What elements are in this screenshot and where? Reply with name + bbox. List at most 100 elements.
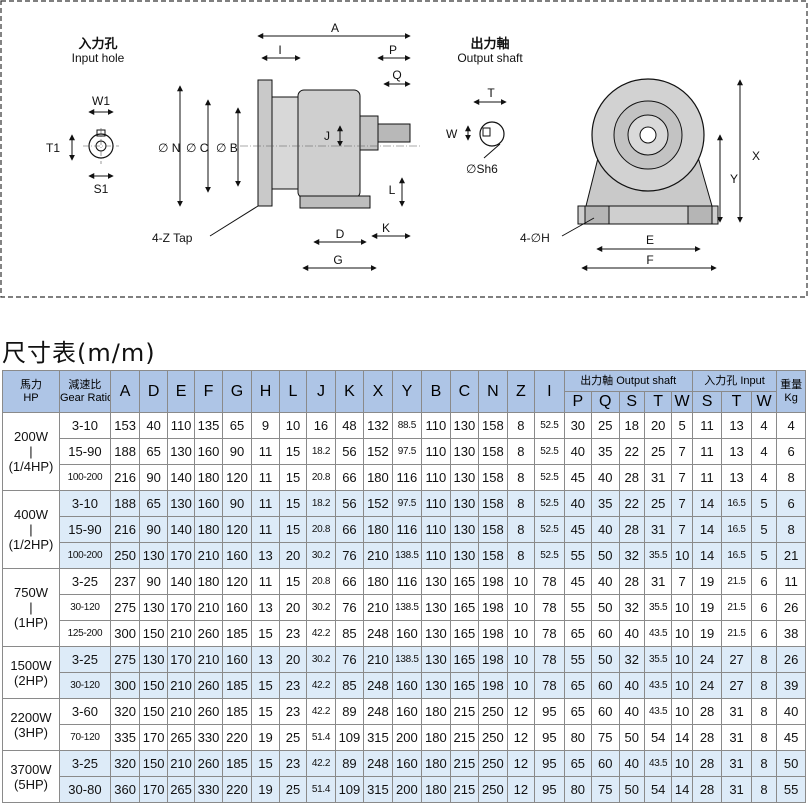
value-cell: 30.2 — [306, 646, 336, 673]
value-cell: 6 — [776, 438, 806, 465]
value-cell: 8 — [506, 438, 536, 465]
value-cell: 40 — [618, 698, 645, 725]
value-cell: 24 — [691, 672, 723, 699]
value-cell: 50 — [591, 594, 620, 621]
value-cell: 260 — [194, 672, 223, 699]
model-separator: | — [29, 444, 33, 459]
value-cell: 6 — [750, 568, 778, 595]
value-cell: 110 — [421, 490, 451, 517]
label-tap: 4-Z Tap — [152, 231, 193, 245]
value-cell: 180 — [363, 464, 393, 491]
value-cell: 31 — [721, 724, 752, 751]
value-cell: 160 — [221, 646, 253, 673]
value-cell: 76 — [334, 542, 365, 569]
value-cell: 8 — [506, 490, 536, 517]
value-cell: 42.2 — [306, 672, 336, 699]
label-i: I — [278, 43, 281, 57]
value-cell: 165 — [449, 620, 480, 647]
value-cell: 35.5 — [643, 646, 673, 673]
value-cell: 90 — [221, 438, 253, 465]
model-name: 750W — [14, 585, 48, 600]
gear-ratio-cell: 15-90 — [58, 516, 111, 543]
value-cell: 15 — [251, 750, 280, 777]
value-cell: 150 — [139, 620, 168, 647]
gear-ratio-cell: 3-25 — [58, 750, 111, 777]
value-cell: 54 — [643, 776, 673, 803]
value-cell: 16.5 — [721, 490, 752, 517]
value-cell: 23 — [278, 698, 308, 725]
value-cell: 15 — [251, 620, 280, 647]
value-cell: 130 — [421, 620, 451, 647]
value-cell: 65 — [563, 750, 593, 777]
value-cell: 31 — [721, 698, 752, 725]
model-cell: 1500W(2HP) — [2, 646, 60, 699]
value-cell: 120 — [221, 516, 253, 543]
value-cell: 7 — [671, 464, 693, 491]
value-cell: 66 — [334, 568, 365, 595]
value-cell: 75 — [591, 724, 620, 751]
value-cell: 89 — [334, 750, 365, 777]
label-s1: S1 — [94, 182, 109, 196]
header-output-p: P — [563, 391, 593, 413]
value-cell: 8 — [506, 412, 536, 439]
value-cell: 65 — [139, 490, 168, 517]
header-input-s: S — [691, 391, 723, 413]
value-cell: 25 — [591, 412, 620, 439]
label-p: P — [389, 43, 397, 57]
value-cell: 116 — [391, 568, 423, 595]
value-cell: 315 — [363, 776, 393, 803]
value-cell: 40 — [563, 490, 593, 517]
gear-ratio-cell: 3-60 — [58, 698, 111, 725]
model-hp: (2HP) — [14, 672, 48, 688]
value-cell: 7 — [671, 490, 693, 517]
value-cell: 14 — [691, 516, 723, 543]
value-cell: 265 — [166, 776, 196, 803]
label-t1: T1 — [46, 141, 60, 155]
value-cell: 42.2 — [306, 750, 336, 777]
value-cell: 138.5 — [391, 594, 423, 621]
value-cell: 130 — [139, 594, 168, 621]
value-cell: 40 — [776, 698, 806, 725]
gear-ratio-cell: 3-10 — [58, 412, 111, 439]
value-cell: 18 — [618, 412, 645, 439]
value-cell: 158 — [478, 438, 508, 465]
value-cell: 60 — [591, 672, 620, 699]
value-cell: 116 — [391, 516, 423, 543]
value-cell: 130 — [449, 464, 480, 491]
value-cell: 18.2 — [306, 438, 336, 465]
value-cell: 216 — [109, 464, 141, 491]
value-cell: 8 — [506, 516, 536, 543]
value-cell: 32 — [618, 594, 645, 621]
value-cell: 10 — [506, 568, 536, 595]
value-cell: 180 — [421, 776, 451, 803]
value-cell: 19 — [691, 620, 723, 647]
value-cell: 8 — [506, 464, 536, 491]
value-cell: 265 — [166, 724, 196, 751]
gear-ratio-cell: 70-120 — [58, 724, 111, 751]
value-cell: 11 — [691, 438, 723, 465]
value-cell: 215 — [449, 698, 480, 725]
value-cell: 15 — [278, 464, 308, 491]
value-cell: 6 — [776, 490, 806, 517]
value-cell: 7 — [671, 438, 693, 465]
value-cell: 132 — [363, 412, 393, 439]
value-cell: 200 — [391, 776, 423, 803]
value-cell: 198 — [478, 672, 508, 699]
model-cell: 750W|(1HP) — [2, 568, 60, 647]
value-cell: 76 — [334, 594, 365, 621]
value-cell: 180 — [363, 568, 393, 595]
model-hp: (3HP) — [14, 724, 48, 740]
value-cell: 65 — [139, 438, 168, 465]
value-cell: 11 — [691, 412, 723, 439]
value-cell: 250 — [109, 542, 141, 569]
gear-ratio-cell: 3-25 — [58, 646, 111, 673]
value-cell: 158 — [478, 542, 508, 569]
value-cell: 6 — [750, 594, 778, 621]
value-cell: 4 — [750, 464, 778, 491]
label-h: 4-∅H — [520, 231, 550, 245]
value-cell: 60 — [591, 698, 620, 725]
